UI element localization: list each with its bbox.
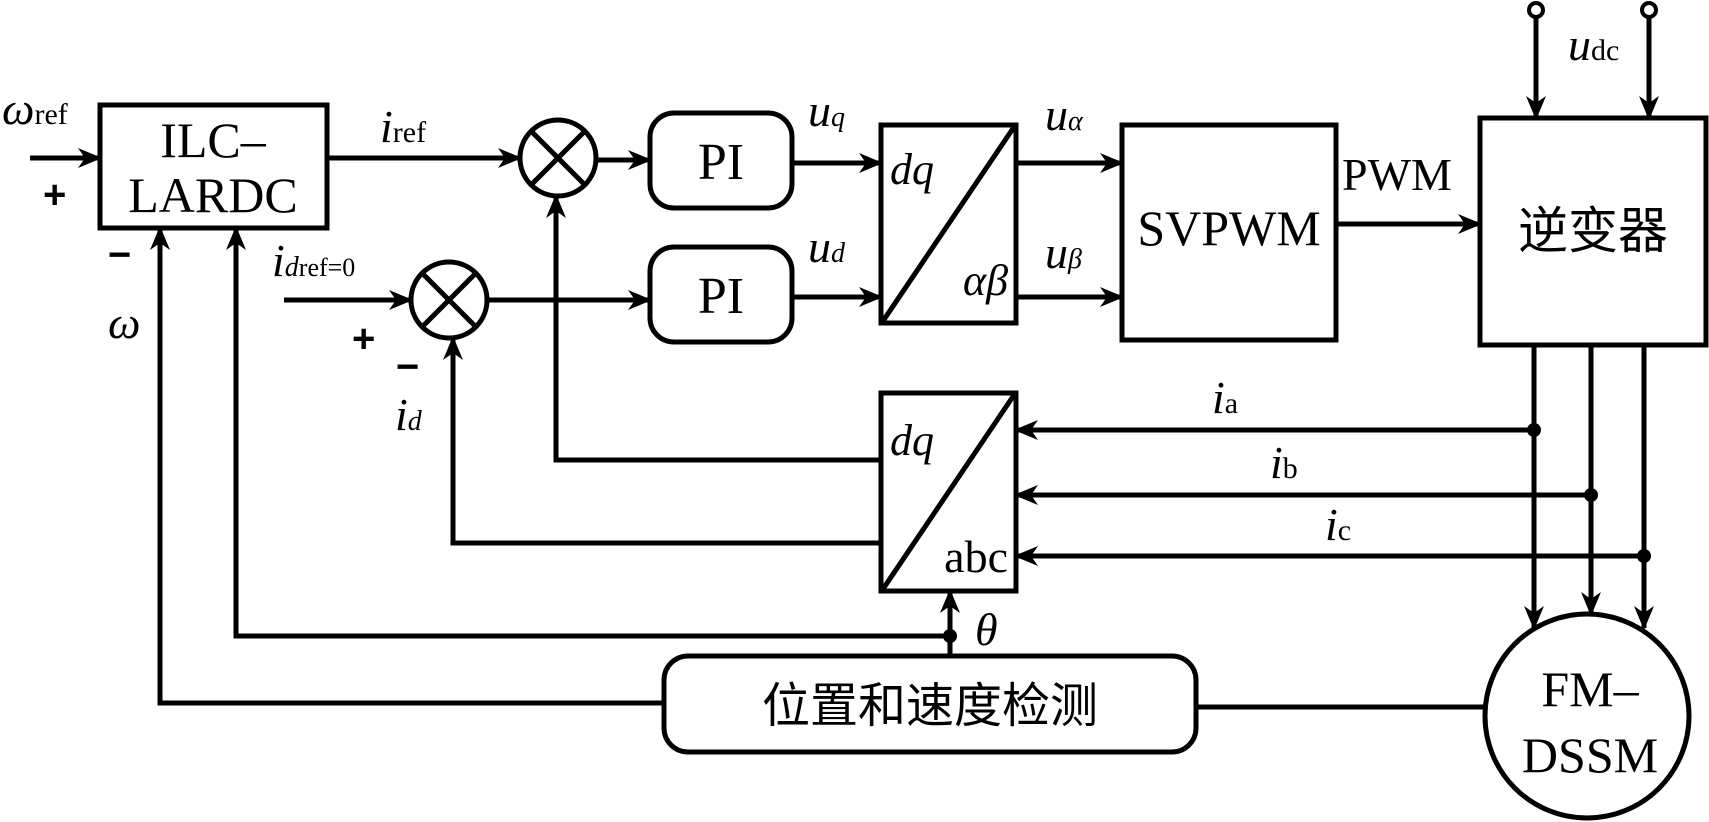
ilc-minus-sign: − <box>108 233 131 277</box>
inverse-park-bottom-label: αβ <box>963 256 1008 305</box>
inverter-block: 逆变器 <box>1477 115 1709 348</box>
i-b-label: ib <box>1270 437 1298 488</box>
dc-terminal-negative <box>1640 1 1658 19</box>
svpwm-block: SVPWM <box>1119 122 1339 343</box>
dc-terminal-positive <box>1527 1 1545 19</box>
sum-d-minus-sign: − <box>396 345 419 389</box>
position-speed-detection-block: 位置和速度检测 <box>661 653 1199 755</box>
inverse-park-top-label: dq <box>890 145 934 194</box>
wires <box>30 1 1659 710</box>
park-bottom-label: abc <box>944 531 1008 582</box>
sum-junction-d <box>408 259 490 341</box>
i-ref-label: iref <box>380 101 426 152</box>
junction-dot-b <box>1584 488 1598 502</box>
i-d-label: id <box>395 389 423 440</box>
ilc-lardc-label-line1: ILC– <box>160 112 267 168</box>
detection-label: 位置和速度检测 <box>762 678 1098 734</box>
i-dref-label: idref=0 <box>272 235 355 286</box>
motor-label-line2: DSSM <box>1522 727 1658 783</box>
i-a-label: ia <box>1212 372 1238 423</box>
u-beta-label: uβ <box>1045 227 1082 278</box>
theta-label: θ <box>975 604 998 655</box>
park-block: dq abc <box>878 390 1019 594</box>
park-top-label: dq <box>890 416 934 465</box>
i-c-label: ic <box>1325 499 1351 550</box>
ilc-plus-sign: + <box>43 173 66 217</box>
pwm-label: PWM <box>1342 149 1452 200</box>
u-alpha-label: uα <box>1045 89 1084 140</box>
theta-to-ilc-line <box>226 226 950 639</box>
pi-q-block: PI <box>647 110 795 211</box>
svpwm-label: SVPWM <box>1137 200 1320 256</box>
motor: FM– DSSM <box>1482 611 1692 821</box>
i-q-feedback-line <box>546 194 881 463</box>
ilc-lardc-block: ILC– LARDC <box>97 102 330 231</box>
pi-d-label: PI <box>698 268 744 325</box>
omega-label: ω <box>108 297 140 348</box>
junction-dot-a <box>1527 423 1541 437</box>
omega-feedback-line <box>150 226 664 706</box>
sum-d-plus-sign: + <box>352 317 375 361</box>
u-q-label: uq <box>808 85 845 136</box>
sum-signs: + − + − <box>43 173 419 389</box>
inverse-park-block: dq αβ <box>878 122 1019 326</box>
ilc-lardc-label-line2: LARDC <box>128 167 297 223</box>
junction-dot-c <box>1637 549 1651 563</box>
pi-q-label: PI <box>698 134 744 191</box>
inverter-label: 逆变器 <box>1518 202 1668 260</box>
u-d-label: ud <box>808 221 846 272</box>
theta-junction-dot <box>943 629 957 643</box>
motor-label-line1: FM– <box>1541 661 1639 717</box>
signal-labels: ωref iref idref=0 ω id uq ud uα uβ PWM u… <box>2 19 1619 655</box>
u-dc-label: udc <box>1568 19 1619 70</box>
i-d-feedback-line <box>443 336 881 546</box>
omega-ref-label: ωref <box>2 83 68 134</box>
sum-junction-q <box>517 117 599 199</box>
pi-d-block: PI <box>647 244 795 345</box>
